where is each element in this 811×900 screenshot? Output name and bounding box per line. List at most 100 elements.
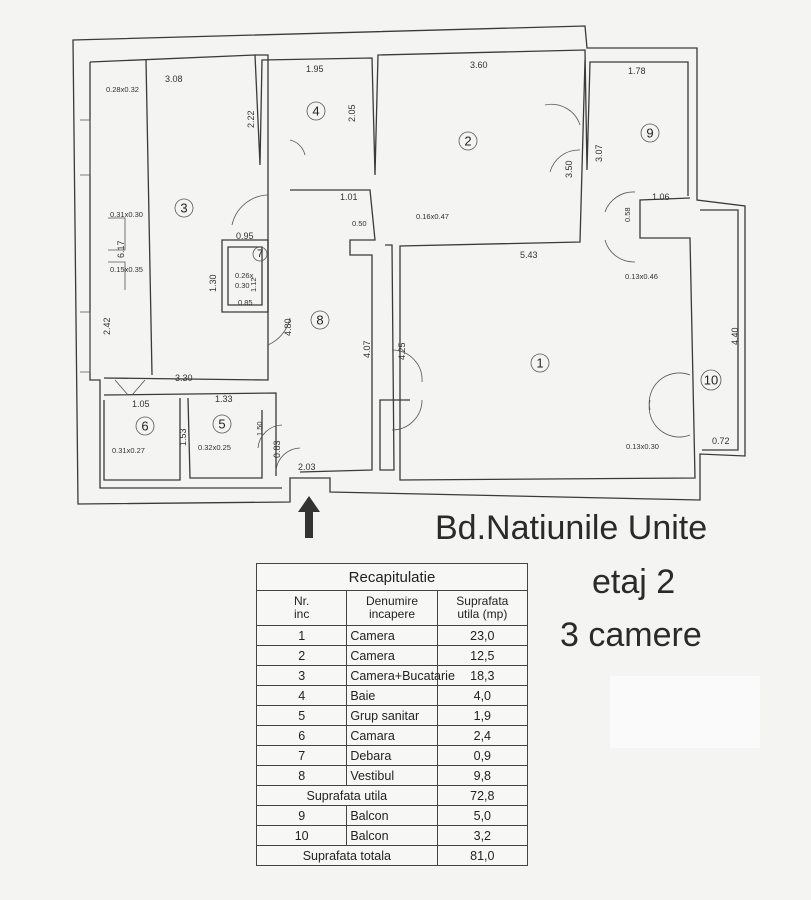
dim-label: 3.60	[470, 60, 488, 70]
row-nr: 9	[255, 805, 348, 826]
row-name: Debara	[346, 745, 438, 766]
recap-title: Recapitulatie	[256, 563, 528, 591]
row-nr: 2	[255, 645, 348, 666]
row-nr: 10	[255, 825, 348, 846]
dim-label: 4.07	[362, 340, 372, 358]
dim-label: 1.30	[208, 274, 218, 292]
dim-label: 2.42	[102, 317, 112, 335]
dim-label: 3.30	[175, 373, 193, 383]
col-header-nr-line2: inc	[293, 607, 310, 621]
dim-label: 0.15x0.35	[110, 265, 143, 274]
room-number-7: 7	[257, 248, 263, 260]
row-name: Camera	[346, 625, 438, 646]
room-number-2: 2	[464, 134, 471, 149]
total-value: 81,0	[436, 845, 529, 866]
row-name: Camera+Bucatarie	[346, 665, 455, 686]
row-area: 23,0	[436, 625, 529, 646]
room-number-3: 3	[180, 201, 187, 216]
room-numbers: 1 2 3 4 5 6 7 8 9 10	[135, 101, 722, 436]
doors	[114, 103, 691, 471]
room-10-circle	[700, 369, 722, 391]
row-nr: 4	[255, 685, 348, 706]
room-5-circle	[212, 414, 232, 434]
row-nr: 1	[255, 625, 348, 646]
row-area: 1,9	[436, 705, 529, 726]
row-nr: 6	[255, 725, 348, 746]
room-number-4: 4	[312, 104, 319, 119]
col-header-area-line1: Suprafata	[456, 594, 509, 608]
col-header-nr: Nr. inc	[255, 590, 348, 626]
outer-walls	[72, 25, 746, 505]
recap-table: Recapitulatie Nr. inc Denumire incapere …	[255, 563, 529, 866]
col-header-area-line2: utila (mp)	[457, 607, 508, 621]
room-8-circle	[310, 310, 330, 330]
dim-label: 4.80	[283, 318, 293, 336]
dim-label: 1.05	[132, 399, 150, 409]
dim-label: 2.22	[246, 110, 256, 128]
room-9-circle	[640, 123, 660, 143]
dim-label: 1.33	[215, 394, 233, 404]
col-header-nr-line1: Nr.	[293, 594, 310, 608]
dim-label: 0.13x0.46	[625, 272, 658, 281]
row-area: 12,5	[436, 645, 529, 666]
total-row: Suprafata totala 81,0	[256, 845, 529, 866]
dim-label: 4.40	[730, 327, 740, 345]
dim-label: 0.31x0.27	[112, 446, 145, 455]
dim-label: 0.95	[236, 231, 254, 241]
room-number-6: 6	[141, 419, 148, 434]
row-area: 0,9	[436, 745, 529, 766]
dim-label: 1.95	[306, 64, 324, 74]
dim-label: 0.30	[235, 281, 250, 290]
room-number-8: 8	[316, 313, 323, 328]
dim-label: 0.16x0.47	[416, 212, 449, 221]
row-nr: 5	[255, 705, 348, 726]
subtotal-value: 72,8	[436, 785, 529, 806]
dim-label: 4.25	[397, 342, 407, 360]
row-area: 4,0	[436, 685, 529, 706]
row-nr: 3	[255, 665, 348, 686]
dim-label: 3.50	[564, 160, 574, 178]
subtotal-row: Suprafata utila 72,8	[256, 785, 529, 806]
row-name: Vestibul	[346, 765, 438, 786]
col-header-name: Denumire incapere	[346, 590, 438, 626]
dim-label: 0.50	[352, 219, 367, 228]
dimension-labels: 3.08 1.95 3.60 1.78 0.28x0.32 2.22 2.05 …	[102, 60, 740, 472]
dim-label: 6.17	[116, 240, 126, 258]
dim-label: 0.83	[272, 440, 282, 458]
dim-label: 0.13x0.30	[626, 442, 659, 451]
row-area: 2,4	[436, 725, 529, 746]
row-name: Baie	[346, 685, 438, 706]
room-number-1: 1	[536, 356, 543, 371]
address-floor: etaj 2	[592, 563, 676, 601]
room-7-circle	[252, 246, 268, 262]
dim-label: 2.03	[298, 462, 316, 472]
address-street: Bd.Natiunile Unite	[435, 509, 708, 547]
room-4-circle	[306, 101, 326, 121]
row-area: 3,2	[436, 825, 529, 846]
row-name: Grup sanitar	[346, 705, 438, 726]
room-6-circle	[135, 416, 155, 436]
dim-label: 1.06	[652, 192, 670, 202]
room-number-10: 10	[704, 373, 718, 388]
dim-label: 3.07	[594, 144, 604, 162]
address-rooms: 3 camere	[560, 616, 702, 654]
dim-label: 0.26x	[235, 271, 254, 280]
room-number-5: 5	[218, 417, 225, 432]
blank-patch	[610, 676, 760, 748]
total-label: Suprafata totala	[256, 845, 438, 866]
entrance-arrow-icon	[298, 496, 320, 538]
row-nr: 7	[255, 745, 348, 766]
dim-label: 0.72	[712, 436, 730, 446]
dim-label: 1.12	[249, 277, 258, 292]
dim-label: 0.85	[238, 298, 253, 307]
row-name: Camara	[346, 725, 438, 746]
dim-label: 5.43	[520, 250, 538, 260]
